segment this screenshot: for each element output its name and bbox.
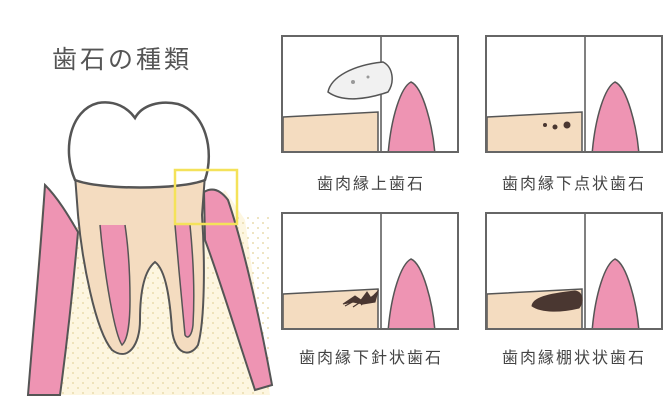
calculus-shelf: [531, 290, 583, 312]
diagram-title: 歯石の種類: [52, 45, 193, 74]
caption-supragingival: 歯肉縁上歯石: [316, 174, 425, 193]
tooth-body: [73, 174, 207, 355]
gum-right: [202, 188, 274, 392]
caption-subgingival-shelf: 歯肉縁棚状状歯石: [501, 348, 646, 367]
tooth-crown: [67, 101, 210, 189]
caption-subgingival-spots: 歯肉縁下点状歯石: [501, 174, 646, 193]
gum-left: [26, 182, 80, 396]
highlight-box: [173, 168, 239, 226]
calculus-spot: [552, 124, 558, 130]
panel-supragingival: [281, 35, 459, 153]
root-canal-right: [174, 224, 195, 338]
panel-subgingival-shelf: [485, 212, 663, 330]
panel-subgingival-spots: [485, 35, 663, 153]
calculus-spot: [563, 121, 571, 129]
calculus-deposit: [327, 61, 393, 100]
panel-subgingival-needle: [281, 212, 459, 330]
root-canal-left: [99, 224, 131, 347]
caption-subgingival-needle: 歯肉縁下針状歯石: [298, 348, 443, 367]
calculus-spot: [543, 123, 547, 127]
